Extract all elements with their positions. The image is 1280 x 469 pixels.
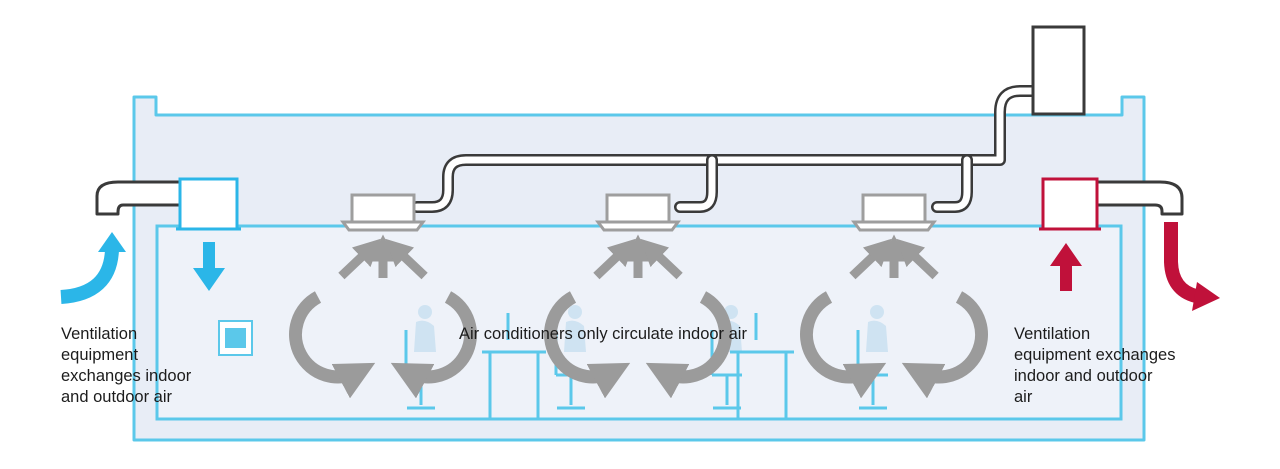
right-ventilation-label: Ventilation equipment exchanges indoor a… [1014,325,1176,406]
person-head [568,305,582,319]
outflow-arrow-icon [385,238,428,280]
exhaust-duct [1039,177,1184,231]
outflow-arrow-icon [896,238,939,280]
person-body [414,320,436,352]
ac-unit-3 [800,193,988,399]
curved-arrow-up-icon [60,232,126,304]
circular-arrow-icon [390,291,477,399]
person-head [418,305,432,319]
outflow-arrow-icon [640,238,683,280]
circular-arrow-icon [289,291,376,399]
center-circulation-label: Air conditioners only circulate indoor a… [459,325,747,343]
circular-arrow-icon [544,291,631,399]
person-head [870,305,884,319]
left-ventilation-label: Ventilation equipment exchanges indoor a… [61,325,192,406]
circular-arrow-icon [800,291,887,399]
up-arrow-exhaust-icon [1050,243,1082,291]
ac-unit-1 [289,193,477,399]
circular-arrow-icon [901,291,988,399]
desk-2 [730,313,794,418]
down-arrow-intake-icon [193,242,225,291]
outflow-arrow-icon [338,238,381,280]
outflow-arrow-icon [593,238,636,280]
outdoor-unit-icon [1031,25,1086,116]
refrigerant-pipes [411,85,1039,213]
ac-unit-grille [851,220,937,232]
ac-unit-2 [544,193,732,399]
person-body [866,320,888,352]
outflow-arrow-icon [849,238,892,280]
person-body [564,320,586,352]
ac-unit-grille [340,220,426,232]
ac-unit-body [350,193,416,224]
ac-unit-grille [595,220,681,232]
curved-arrow-down-icon [1164,222,1220,311]
desk-1 [482,313,546,418]
intake-unit [178,177,239,231]
wall-controller-icon [218,320,253,356]
air-conditioners [289,193,988,399]
intake-duct [95,177,241,231]
ac-unit-body [605,193,671,224]
exhaust-unit [1041,177,1099,231]
circular-arrow-icon [645,291,732,399]
ac-unit-body [861,193,927,224]
